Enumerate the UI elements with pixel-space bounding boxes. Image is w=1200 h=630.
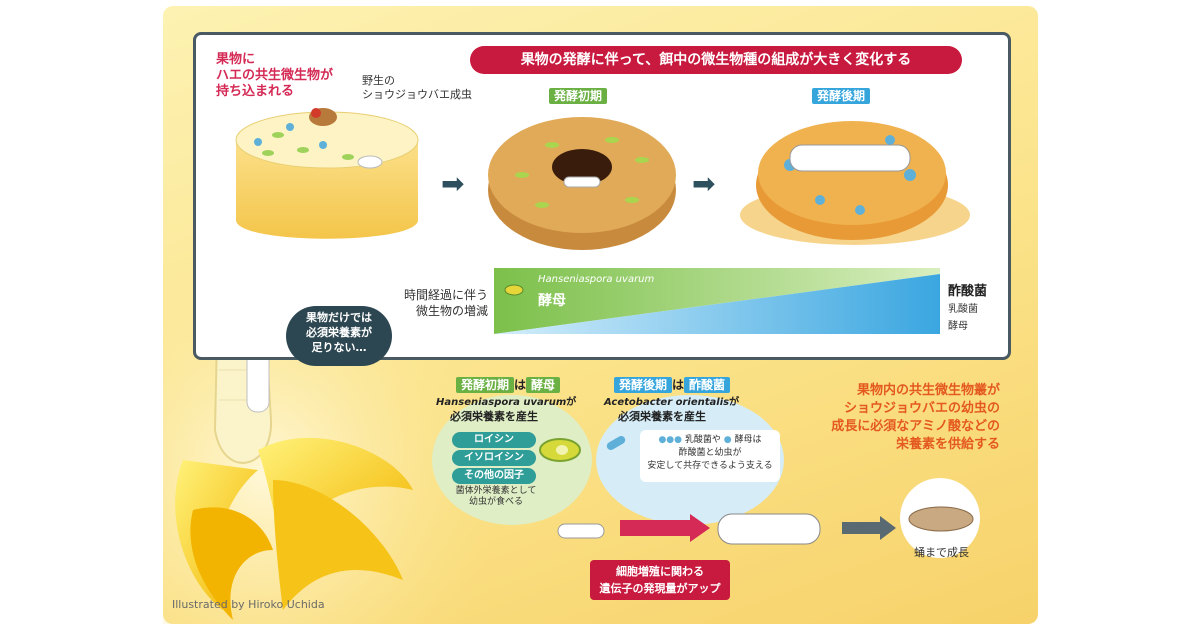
acetic-bacteria-icon xyxy=(606,436,626,450)
coexistence-box: ●●● 乳酸菌や ● 酵母は 酢酸菌と幼虫が 安定して共存できるよう支える xyxy=(640,430,780,482)
fresh-fruit-illustration xyxy=(235,108,419,239)
pupa-icon xyxy=(908,506,974,532)
late-stage-heading: 発酵後期は酢酸菌 xyxy=(614,376,731,393)
time-label: 時間経過に伴う 微生物の増減 xyxy=(403,288,488,318)
larva-growth-row xyxy=(557,513,896,545)
early-species: Hanseniaspora uvarumが xyxy=(436,397,577,408)
lactic-bacteria-label: 乳酸菌 xyxy=(948,304,978,315)
microbe-shift-gradient xyxy=(494,268,940,334)
acetic-bacteria-label: 酢酸菌 xyxy=(948,284,988,299)
late-fermentation-fruit xyxy=(740,121,970,245)
stage-arrow-2: ➡ xyxy=(692,167,716,200)
early-stage-heading: 発酵初期は酵母 xyxy=(456,376,561,393)
top-heading: 果物の発酵に伴って、餌中の微生物種の組成が大きく変化する xyxy=(470,46,962,74)
early-produce: 必須栄養素を産生 xyxy=(450,410,538,423)
yeast-small-label: 酵母 xyxy=(948,321,968,332)
fruit-note: 果物に ハエの共生微生物が 持ち込まれる xyxy=(216,52,334,99)
yeast-label: 酵母 xyxy=(538,293,566,309)
gene-expression-note: 細胞増殖に関わる 遺伝子の発現量がアップ xyxy=(590,560,730,600)
yeast-cell-icon xyxy=(539,438,581,462)
nutrient-pill-other: その他の因子 xyxy=(452,468,536,484)
illustrator-credit: Illustrated by Hiroko Uchida xyxy=(172,598,325,611)
early-stage-label: 発酵初期 xyxy=(549,85,608,104)
nutrient-pill-isoleucine: イソロイシン xyxy=(452,450,536,466)
species-label-yeast: Hanseniaspora uvarum xyxy=(538,274,655,285)
late-stage-label: 発酵後期 xyxy=(812,85,871,104)
nutrient-pill-leucine: ロイシン xyxy=(452,432,536,448)
late-produce: 必須栄養素を産生 xyxy=(618,410,706,423)
early-fermentation-fruit xyxy=(488,117,676,250)
early-note: 菌体外栄養素として 幼虫が食べる xyxy=(455,486,537,507)
wild-fly-label: 野生の ショウジョウバエ成虫 xyxy=(362,74,472,101)
pupa-label: 蛹まで成長 xyxy=(914,546,969,559)
right-summary-note: 果物内の共生微生物叢が ショウジョウバエの幼虫の 成長に必須なアミノ酸などの 栄… xyxy=(831,383,1000,452)
late-species: Acetobacter orientalisが xyxy=(604,397,740,408)
stage-arrow-1: ➡ xyxy=(441,167,465,200)
speech-bubble: 果物だけでは 必須栄養素が 足りない… xyxy=(286,306,392,366)
